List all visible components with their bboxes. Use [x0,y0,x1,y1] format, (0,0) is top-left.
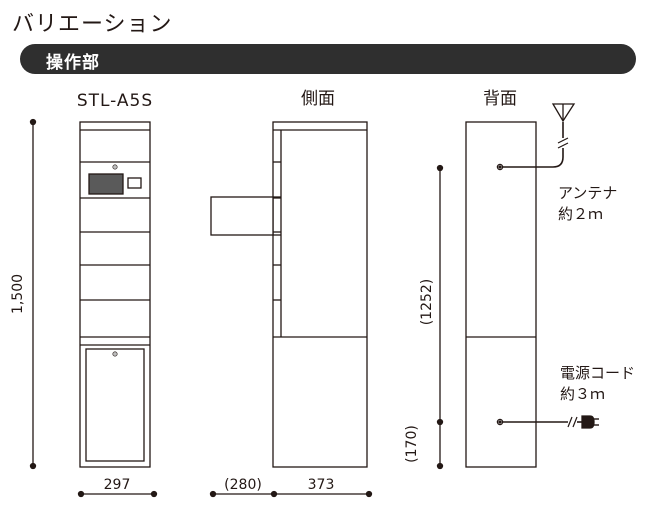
antenna-cable [503,122,569,168]
power-plug-icon [581,415,599,429]
back-height-dimensions [436,164,444,470]
page-title: バリエーション [12,12,173,37]
back-view [465,121,537,468]
side-depth-label: 373 [308,477,335,493]
card-reader [127,177,142,189]
lower-door-indicator [112,351,118,357]
side-protrusion [210,196,274,236]
back-lower-height-label: (170) [404,425,420,463]
back-cabinet-outline [465,121,537,468]
front-lower-door [85,348,145,462]
front-width-dimension [77,490,158,498]
side-view [210,121,368,468]
front-height-dimension [29,118,37,470]
side-view-title: 側面 [301,89,335,109]
section-band: 操作部 [20,44,636,74]
front-height-label: 1,500 [10,274,26,314]
display-panel [88,173,124,195]
antenna-length-label: 約２ｍ [558,205,603,223]
front-indicator [112,164,118,170]
side-protrusion-label: (280) [224,477,262,493]
front-view-title: STL-A5S [77,91,153,111]
power-cord-label: 電源コード [560,364,635,382]
back-view-title: 背面 [483,89,517,109]
power-cable [503,416,582,428]
antenna-icon [551,103,576,123]
side-depth-dimension [209,490,373,498]
power-cord-length-label: 約３ｍ [560,385,605,403]
antenna-label: アンテナ [558,184,617,202]
side-cabinet-outline [272,121,368,468]
front-view [79,121,151,468]
front-width-label: 297 [104,477,131,493]
section-label: 操作部 [46,53,100,73]
back-upper-height-label: (1252) [419,279,435,326]
